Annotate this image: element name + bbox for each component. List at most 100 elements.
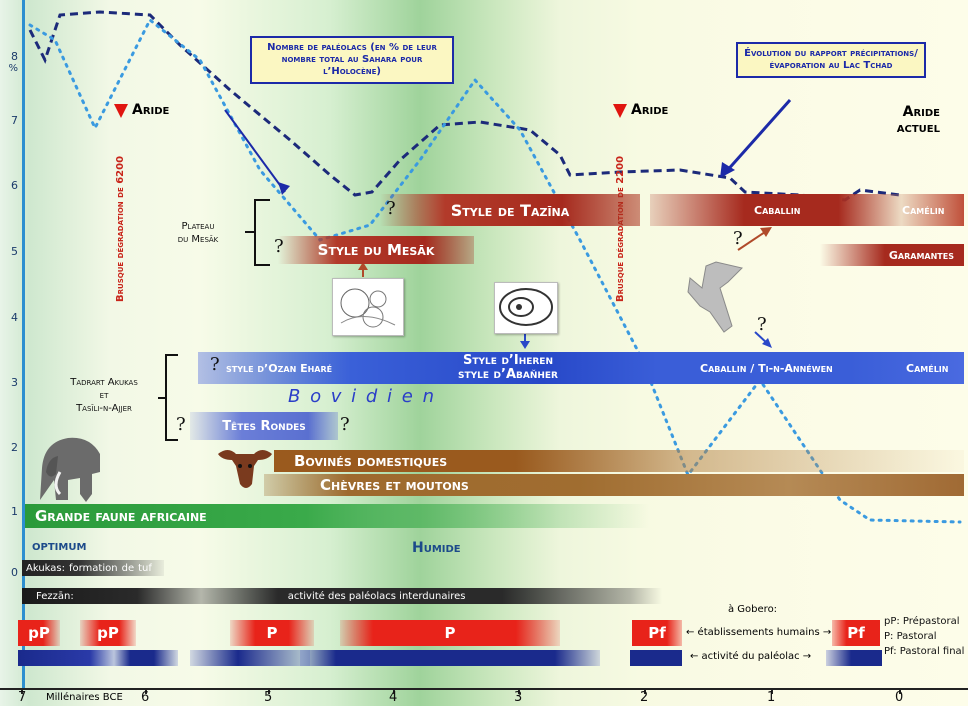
band-garamantes: Garamantes <box>820 244 964 266</box>
lake-bar <box>300 650 600 666</box>
gobero-title: à Gobero: <box>728 604 778 615</box>
x-tick: 3 <box>514 690 523 705</box>
callout-paleolacs: Nombre de paléolacs (en % de leur nombre… <box>250 36 454 84</box>
band-camelin-mid: Camélin <box>906 361 949 375</box>
cattle-icon <box>218 450 272 488</box>
y-tick: 7 <box>11 114 18 127</box>
pill-final: Pf <box>832 620 880 646</box>
degradation-2200-label: Brusque dégradation de 2200 <box>615 155 626 302</box>
x-tick-mark <box>21 688 23 694</box>
arid-current-line1: Aride <box>902 104 940 120</box>
x-tick-mark <box>518 688 520 694</box>
lake-bar <box>826 650 882 666</box>
fezzan-prefix: Fezzān: <box>36 590 74 602</box>
pill-prepastoral: pP <box>18 620 60 646</box>
question-mark: ? <box>274 236 284 257</box>
arid-current-line2: actuel <box>896 120 940 136</box>
x-tick: 0 <box>895 690 904 705</box>
band-ozan: style d’Ozan Eharé <box>226 361 333 375</box>
x-tick-mark <box>899 688 901 694</box>
fezzan-text: activité des paléolacs interdunaires <box>287 590 466 602</box>
arid-current-label: Aride actuel <box>880 104 940 136</box>
rock-art-sketch-icon <box>340 288 396 328</box>
pill-prepastoral: pP <box>80 620 136 646</box>
band-horse-camel: Caballin Camélin <box>650 194 964 226</box>
band-caballin-mid: Caballin / Ti-n-Annéwen <box>700 361 833 375</box>
iheren-art-image <box>494 282 558 334</box>
lake-bar <box>18 650 178 666</box>
band-iheren: style d’Ozan Eharé Style d’Iheren style … <box>198 352 964 384</box>
question-mark: ? <box>733 228 743 249</box>
gobero-activite: ← activité du paléolac → <box>690 651 812 662</box>
band-iheren-line1: Style d’Iheren <box>463 353 553 368</box>
x-tick-mark <box>268 688 270 694</box>
x-tick: 7 <box>18 690 27 705</box>
x-tick: 4 <box>389 690 398 705</box>
arid-label: Aride <box>631 102 669 118</box>
x-tick: 5 <box>264 690 273 705</box>
group-mesak-line2: du Mesāk <box>177 234 219 245</box>
legend-item: P: Pastoral <box>884 631 937 642</box>
band-mesak: Style du Mesāk <box>278 236 474 264</box>
period-humide: Humide <box>412 540 461 556</box>
spiral-sketch-icon <box>499 288 553 326</box>
y-tick: 2 <box>11 441 18 454</box>
legend-item: pP: Prépastoral <box>884 616 960 627</box>
y-tick: 5 <box>11 245 18 258</box>
group-akukas-label: Tadrart Akukas et Tasīli-n-Ajjer <box>50 376 158 415</box>
y-tick: 1 <box>11 505 18 518</box>
callout-tchad: Évolution du rapport précipitations/évap… <box>736 42 926 78</box>
gobero-etab: ← établissements humains → <box>686 627 832 638</box>
x-tick-mark <box>145 688 147 694</box>
band-iheren-title: Style d’Iheren style d’Abaňher <box>438 354 578 382</box>
bovidien-label: B o v i d i e n <box>288 386 436 407</box>
degradation-6200-label: Brusque dégradation de 6200 <box>115 155 126 302</box>
paleolacs-curve <box>28 17 962 524</box>
group-akukas-line2: et <box>99 390 109 401</box>
group-mesak-line1: Plateau <box>181 221 215 232</box>
akukas-text2: de <box>121 562 135 574</box>
arid-label: Aride <box>132 102 170 118</box>
x-tick-mark <box>644 688 646 694</box>
y-unit: % <box>8 63 18 74</box>
x-axis <box>0 688 968 690</box>
period-optimum: optimum <box>32 538 87 554</box>
pill-final: Pf <box>632 620 682 646</box>
pill-pastoral: P <box>340 620 560 646</box>
fezzan-row: Fezzān: activité des paléolacs interduna… <box>22 588 662 604</box>
rock-art-image <box>332 278 404 336</box>
x-tick-mark <box>771 688 773 694</box>
pill-pastoral: P <box>230 620 314 646</box>
arid-marker-icon <box>114 104 128 118</box>
x-tick: 2 <box>640 690 649 705</box>
band-camelin-top: Camélin <box>902 203 945 217</box>
akukas-text1: formation <box>68 562 118 574</box>
question-mark: ? <box>210 354 220 375</box>
x-tick: 6 <box>141 690 150 705</box>
x-tick-mark <box>393 688 395 694</box>
lake-bar <box>190 650 310 666</box>
band-chevres: Chèvres et moutons <box>264 474 964 496</box>
band-tazina: Style de Tazīna <box>380 194 640 226</box>
arid-marker-icon <box>613 104 627 118</box>
akukas-text3: tuf <box>138 562 152 574</box>
y-tick: 0 <box>11 566 18 579</box>
y-tick: 3 <box>11 376 18 389</box>
band-grande-faune: Grande faune africaine <box>25 504 650 528</box>
x-axis-title: Millénaires BCE <box>46 692 123 703</box>
mask-sculpture-icon <box>687 261 743 333</box>
group-akukas-line1: Tadrart Akukas <box>70 377 138 388</box>
akukas-row: Akukas: formation de tuf <box>22 560 164 576</box>
band-iheren-line2: style d’Abaňher <box>458 367 558 382</box>
lake-bar <box>630 650 682 666</box>
group-akukas-line3: Tasīli-n-Ajjer <box>76 403 132 414</box>
band-tetes-rondes: Têtes Rondes <box>190 412 338 440</box>
question-mark: ? <box>176 414 186 435</box>
band-caballin-top: Caballin <box>754 203 801 217</box>
akukas-prefix: Akukas: <box>26 562 65 574</box>
y-tick: 4 <box>11 311 18 324</box>
band-bovines: Bovinés domestiques <box>274 450 964 472</box>
y-tick: 6 <box>11 179 18 192</box>
legend-item: Pf: Pastoral final <box>884 646 965 657</box>
